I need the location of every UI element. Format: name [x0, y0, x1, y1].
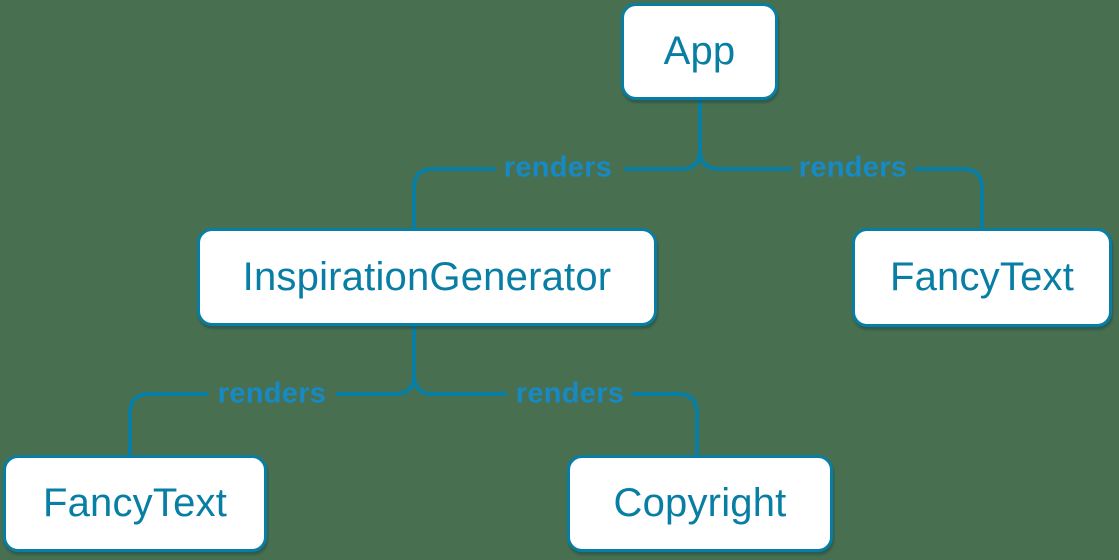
node-label: FancyText [889, 255, 1075, 299]
edge-label-renders-3: renders [217, 377, 327, 410]
node-fancy-text-bottom: FancyText [3, 455, 267, 552]
edge-label-renders-2: renders [798, 151, 908, 184]
edge-label-renders-1: renders [503, 151, 613, 184]
node-copyright: Copyright [567, 455, 833, 552]
node-label: InspirationGenerator [242, 254, 612, 299]
node-label: App [663, 29, 736, 73]
node-app: App [621, 3, 778, 100]
node-label: Copyright [613, 481, 787, 525]
node-fancy-text-top: FancyText [852, 228, 1112, 327]
node-label: FancyText [42, 481, 228, 525]
edge-label-renders-4: renders [515, 377, 625, 410]
node-inspiration-generator: InspirationGenerator [197, 228, 657, 326]
